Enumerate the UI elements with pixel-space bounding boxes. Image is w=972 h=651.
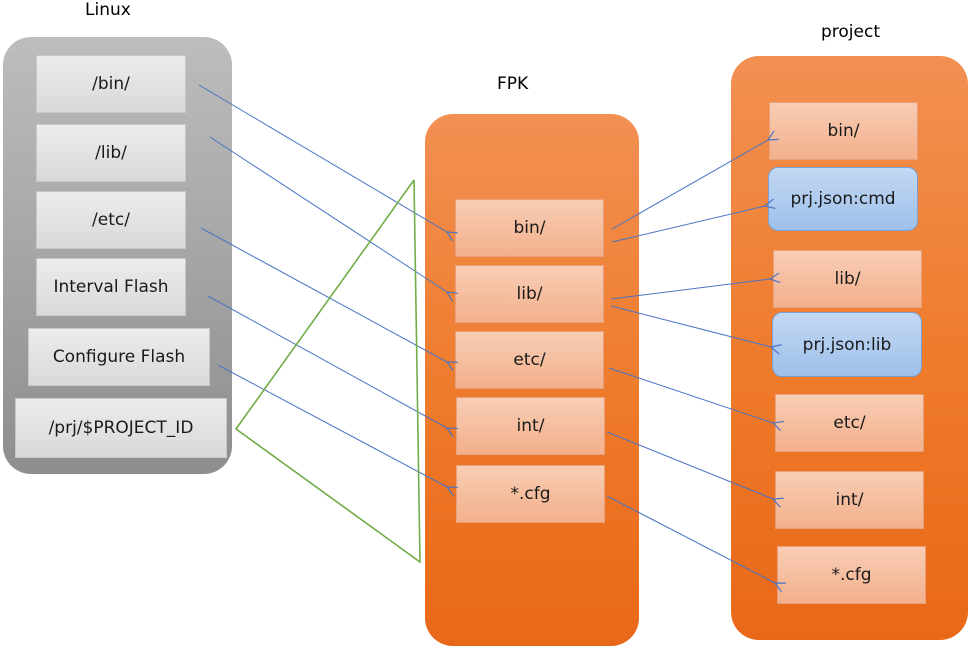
arrow-project-cfg-to-fpk-cfg <box>606 495 775 583</box>
linux-item-lib[interactable]: /lib/ <box>36 124 186 182</box>
fpk-item-int[interactable]: int/ <box>456 397 605 455</box>
fpk-item-etc[interactable]: etc/ <box>455 331 604 389</box>
project-item-lib[interactable]: lib/ <box>773 250 922 308</box>
project-title: project <box>821 22 881 42</box>
linux-item-etc[interactable]: /etc/ <box>36 191 186 249</box>
arrow-project-bin-to-fpk-bin <box>611 140 768 230</box>
arrow-fpk-etc-to-linux-etc <box>200 227 447 362</box>
fpk-item-cfg[interactable]: *.cfg <box>456 465 605 523</box>
fpk-title: FPK <box>497 74 529 94</box>
green-bracket <box>234 179 421 564</box>
arrow-fpk-int-to-linux-interval-flash <box>207 295 447 428</box>
arrow-fpk-lib-to-linux-lib <box>209 136 447 292</box>
fpk-item-lib[interactable]: lib/ <box>455 265 604 323</box>
arrow-project-int-to-fpk-int <box>606 431 773 499</box>
arrow-project-lib-to-fpk-lib <box>610 279 770 300</box>
fpk-item-bin[interactable]: bin/ <box>455 199 604 257</box>
project-item-int[interactable]: int/ <box>775 471 924 529</box>
project-item-etc[interactable]: etc/ <box>775 394 924 452</box>
linux-item-configure-flash[interactable]: Configure Flash <box>28 328 210 386</box>
project-item-prj-json-cmd[interactable]: prj.json:cmd <box>768 167 918 231</box>
arrow-project-prj-lib-to-fpk-lib <box>610 305 771 347</box>
arrow-project-etc-to-fpk-etc <box>608 367 773 423</box>
linux-title: Linux <box>85 0 131 20</box>
arrow-project-cmd-to-fpk-bin <box>611 206 765 243</box>
linux-item-interval-flash[interactable]: Interval Flash <box>36 258 186 316</box>
linux-item-prj[interactable]: /prj/$PROJECT_ID <box>15 398 227 458</box>
arrow-fpk-bin-to-linux-bin <box>198 84 447 232</box>
linux-item-bin[interactable]: /bin/ <box>36 55 186 113</box>
arrow-fpk-cfg-to-linux-configure-flash <box>217 364 447 487</box>
project-item-cfg[interactable]: *.cfg <box>777 546 926 604</box>
project-item-prj-json-lib[interactable]: prj.json:lib <box>772 312 922 377</box>
